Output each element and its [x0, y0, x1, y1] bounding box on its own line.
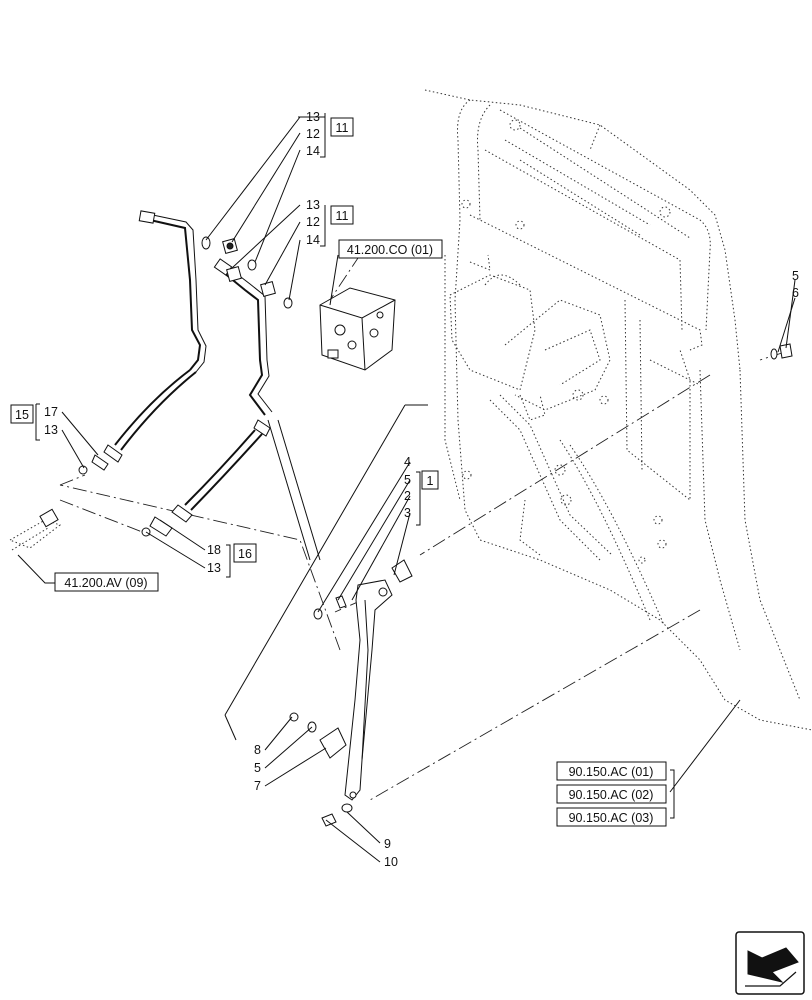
callout-5-right: 5: [792, 269, 799, 283]
callout-17: 17: [44, 405, 58, 419]
reference-41-200-co[interactable]: 41.200.CO (01): [338, 239, 443, 259]
callout-10: 10: [384, 855, 398, 869]
callout-numbers: 13 12 14 13 12 14 5 6 17 13 4 5 2 3 18 1…: [44, 110, 799, 869]
reference-boxes: 41.200.CO (01) 41.200.AV (09) 90.150.AC …: [54, 239, 667, 827]
next-page-arrow-icon[interactable]: [735, 931, 805, 995]
group-box-11a: 11: [330, 117, 354, 137]
reference-90-150-ac-02[interactable]: 90.150.AC (02): [556, 784, 667, 804]
callout-2: 2: [404, 489, 411, 503]
section-lines: [224, 404, 428, 741]
callout-13d: 13: [207, 561, 221, 575]
svg-text:11: 11: [336, 209, 349, 223]
mounting-bracket: [289, 559, 413, 827]
group-box-16: 16: [233, 543, 257, 563]
callout-5c: 5: [254, 761, 261, 775]
callout-12a: 12: [306, 127, 320, 141]
leader-lines: [17, 113, 796, 863]
reference-90-150-ac-01[interactable]: 90.150.AC (01): [556, 761, 667, 781]
washer-bolt-right: [770, 343, 793, 360]
pipe-fittings: [201, 236, 293, 309]
svg-text:41.200.AV (09): 41.200.AV (09): [64, 576, 147, 590]
callout-4: 4: [404, 455, 411, 469]
svg-text:15: 15: [15, 408, 29, 422]
svg-text:90.150.AC (03): 90.150.AC (03): [569, 811, 654, 825]
callout-12b: 12: [306, 215, 320, 229]
callout-5b: 5: [404, 473, 411, 487]
pipe-stub-left: [8, 508, 62, 551]
callout-13c: 13: [44, 423, 58, 437]
callout-9: 9: [384, 837, 391, 851]
group-box-15: 15: [10, 404, 34, 424]
callout-14a: 14: [306, 144, 320, 158]
reference-41-200-av[interactable]: 41.200.AV (09): [54, 572, 159, 592]
callout-6-right: 6: [792, 286, 799, 300]
svg-text:90.150.AC (02): 90.150.AC (02): [569, 788, 654, 802]
callout-3: 3: [404, 506, 411, 520]
cab-structure: [424, 89, 812, 731]
svg-text:1: 1: [427, 474, 434, 488]
svg-text:11: 11: [336, 121, 349, 135]
callout-13b: 13: [306, 198, 320, 212]
callout-13a: 13: [306, 110, 320, 124]
callout-18: 18: [207, 543, 221, 557]
callout-7: 7: [254, 779, 261, 793]
group-box-1: 1: [421, 470, 439, 490]
hydraulic-pipe-lower: [141, 258, 273, 537]
callout-14b: 14: [306, 233, 320, 247]
group-box-11b: 11: [330, 205, 354, 225]
reference-90-150-ac-03[interactable]: 90.150.AC (03): [556, 807, 667, 827]
svg-text:41.200.CO (01): 41.200.CO (01): [347, 243, 433, 257]
callout-8: 8: [254, 743, 261, 757]
control-valve: [319, 287, 396, 371]
svg-text:90.150.AC (01): 90.150.AC (01): [569, 765, 654, 779]
group-boxes: 11 11 15 1 16: [10, 117, 439, 563]
svg-text:16: 16: [238, 547, 252, 561]
hydraulic-pipe-upper: [78, 210, 207, 475]
